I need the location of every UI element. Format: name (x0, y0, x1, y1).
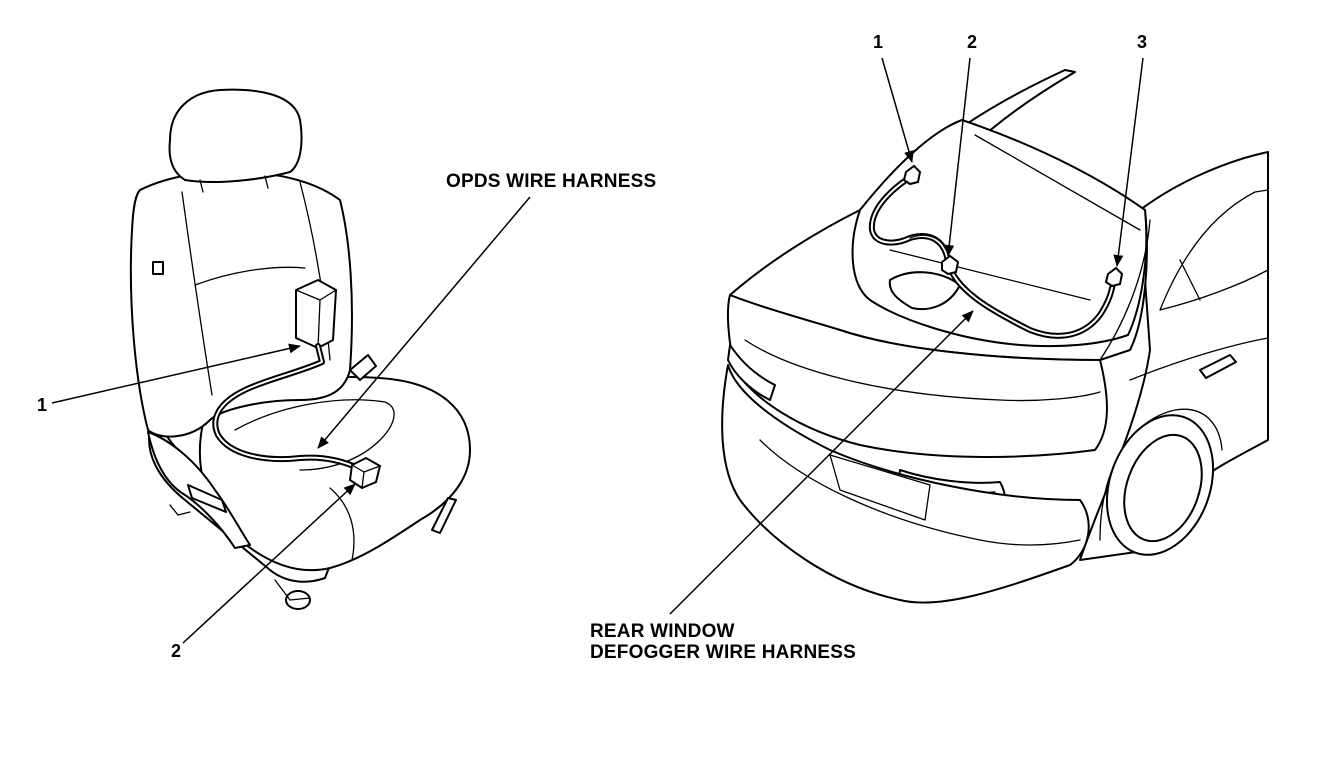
seat-callout-1-leader (51, 343, 301, 404)
seat-recline-lever (187, 484, 227, 513)
car-callout-2: 2 (967, 32, 978, 52)
license-recess (829, 454, 931, 521)
defogger-harness-label-line-1: REAR WINDOW (590, 621, 735, 642)
car-rear-illustration (721, 69, 1269, 604)
trunk-crease (744, 339, 1101, 402)
seat-rail-foot (285, 590, 311, 610)
seat-rail (274, 579, 311, 601)
rear-window-reflection (889, 134, 1141, 301)
opds-harness-label: OPDS WIRE HARNESS (446, 171, 657, 192)
side-window (1159, 189, 1269, 311)
headrest (168, 88, 303, 184)
seat-callout-2: 2 (171, 641, 182, 661)
seat-buckle (349, 354, 377, 381)
defogger-harness-branch (909, 234, 947, 251)
opds-connector-edge (351, 464, 381, 489)
brake-light (888, 271, 961, 310)
seat-front-leg (169, 504, 191, 516)
opds-harness-leader (317, 196, 531, 449)
bumper-line (759, 439, 1081, 546)
opds-unit (295, 279, 337, 349)
defogger-harness-leader (669, 310, 974, 615)
defogger-harness-label-line-2: DEFOGGER WIRE HARNESS (590, 642, 856, 663)
door-handle (1199, 354, 1237, 379)
seat-callout-2-leader (182, 483, 356, 644)
car-callout-1: 1 (873, 32, 884, 52)
opds-harness-cable-core (214, 345, 359, 469)
rear-wheel-arch (1099, 408, 1223, 541)
side-window-line (1179, 259, 1201, 301)
car-callout-1-leader (881, 57, 914, 163)
seat-slide-lever (431, 497, 457, 534)
tail-light-left (727, 344, 776, 401)
seat-callout-1: 1 (37, 395, 48, 415)
seat-back-tag (152, 261, 164, 275)
seat-back-seam (194, 266, 306, 286)
side-character-line (1129, 337, 1269, 381)
rear-wheel-hub (1123, 433, 1203, 543)
defogger-connector-1 (902, 164, 922, 186)
front-seat-illustration (129, 88, 471, 610)
opds-unit-edge (295, 289, 337, 349)
cushion-seam-front (329, 487, 355, 561)
car-callout-3-leader (1113, 57, 1144, 267)
opds-connector (348, 456, 382, 490)
car-callout-2-leader (944, 57, 971, 257)
headrest-post (199, 175, 269, 193)
trunk-side-line (1099, 219, 1151, 361)
defogger-connector-3 (1104, 266, 1124, 288)
car-callout-3: 3 (1137, 32, 1148, 52)
